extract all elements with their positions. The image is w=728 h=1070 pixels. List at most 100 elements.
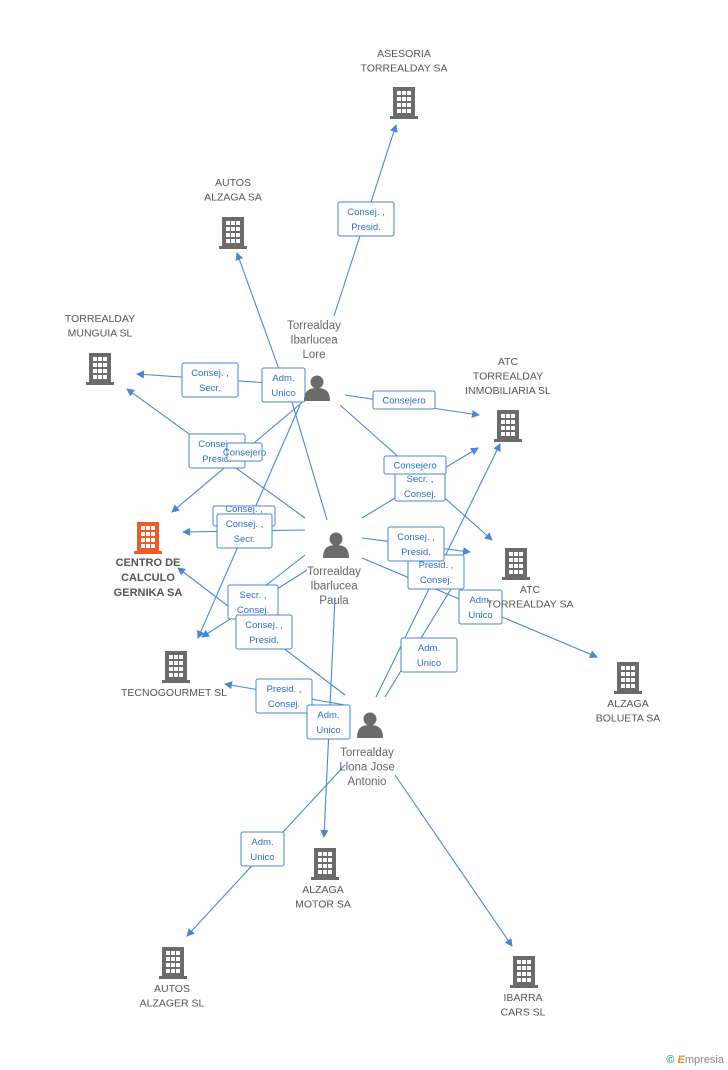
relation-text: Consejero [393,461,436,472]
person-name: Torrealday [307,566,361,578]
relation-text: Consej. , [245,620,283,631]
company-name: ALZAGA SA [204,192,262,204]
relation-box [372,390,436,410]
company-name: AUTOS [215,177,251,189]
relation-box [400,637,458,673]
relation-label-r7: Secr. ,Consej. [394,470,446,502]
relation-text: Unico [417,658,441,669]
relation-text: Unico [468,610,492,621]
company-name: TECNOGOURMET SL [121,687,227,699]
person-name: Ibarlucea [290,335,338,347]
edge [291,401,328,521]
relation-text: Consej. [268,699,300,710]
copyright-symbol: © [666,1054,675,1066]
relation-text: Consej. , [226,519,264,530]
relation-label-r6: Consejero [223,442,266,462]
building-icon [502,548,530,580]
building-icon [494,410,522,442]
relation-text: Adm. [418,643,440,654]
company-name: ALZAGA [302,884,343,896]
company-name: BOLUETA SA [596,713,661,725]
relation-box [337,201,395,237]
relation-label-r18: Adm. Unico [400,637,458,673]
relation-label-r17: Adm.Unico [306,704,351,740]
relation-box [240,831,285,867]
person-name: Antonio [347,776,386,788]
relation-text: Consejero [223,448,266,459]
building-icon [219,217,247,249]
building-icon [390,87,418,119]
relation-text: Presid. [351,222,381,233]
company-node-atc_sa[interactable]: ATC TORREALDAY SA [487,548,574,611]
company-node-autos_alzaga[interactable]: AUTOS ALZAGA SA [204,177,262,249]
relation-text: Presid. [401,547,431,558]
company-name: INMOBILIARIA SL [465,385,551,397]
relation-label-r1: Consej. ,Presid. [337,201,395,237]
company-node-motor[interactable]: ALZAGA MOTOR SA [295,848,351,911]
company-name: TORREALDAY [473,371,543,383]
company-name: TORREALDAY SA [487,599,574,611]
building-icon [159,947,187,979]
relation-text: Consejero [382,396,425,407]
relation-label-r2: Adm.Unico [261,367,306,403]
company-name: ALZAGER SL [140,998,205,1010]
company-name: AUTOS [154,983,190,995]
building-icon [134,522,162,554]
relation-box [181,362,239,398]
relation-box [235,614,293,650]
company-name: ASESORIA [377,48,431,60]
person-icon [357,712,383,738]
building-icon [614,662,642,694]
relation-text: Secr. [199,383,221,394]
company-name: TORREALDAY [65,313,135,325]
building-icon [86,353,114,385]
company-name: CARS SL [501,1007,546,1019]
edge [384,570,463,698]
brand-initial: E [677,1054,685,1066]
building-icon [510,956,538,988]
person-name: Llona Jose [339,762,395,774]
relation-label-r3: Consej. ,Secr. [181,362,239,398]
relation-text: Consej. [237,605,269,616]
building-icon [162,651,190,683]
relation-label-r16: Presid. ,Consej. [255,678,313,714]
relation-text: Presid. [249,635,279,646]
company-name: MOTOR SA [295,899,351,911]
company-node-tecnogourmet[interactable]: TECNOGOURMET SL [121,651,227,699]
relation-text: Unico [250,852,274,863]
relation-text: Consej. [404,489,436,500]
company-name: CALCULO [121,572,175,584]
relation-text: Consej. , [397,532,435,543]
company-name: ALZAGA [607,698,648,710]
footer: © Empresia [666,1054,724,1066]
company-node-bolueta[interactable]: ALZAGA BOLUETA SA [596,662,661,725]
relation-label-r8: Consejero [383,455,447,475]
building-icon [311,848,339,880]
relation-text: Presid. [202,454,232,465]
company-name: CENTRO DE [116,557,181,569]
relation-text: Unico [271,388,295,399]
relation-text: Consej. , [225,504,263,515]
relation-text: Adm. [251,837,273,848]
relation-label-r14: Consej. , Presid. [235,614,293,650]
company-node-alzager[interactable]: AUTOS ALZAGER SL [140,947,205,1010]
relation-text: Adm. [469,595,491,606]
relation-label-r13: Secr. ,Consej. [227,584,279,620]
person-name: Torrealday [340,747,394,759]
person-name: Torrealday [287,320,341,332]
person-name: Lore [302,349,325,361]
company-name: ATC [520,584,541,596]
relation-text: Consej. [420,575,452,586]
relation-box [458,589,503,625]
relation-box [255,678,313,714]
company-name: IBARRA [503,992,542,1004]
company-node-ibarra[interactable]: IBARRA CARS SL [501,956,546,1019]
relation-box [306,704,351,740]
